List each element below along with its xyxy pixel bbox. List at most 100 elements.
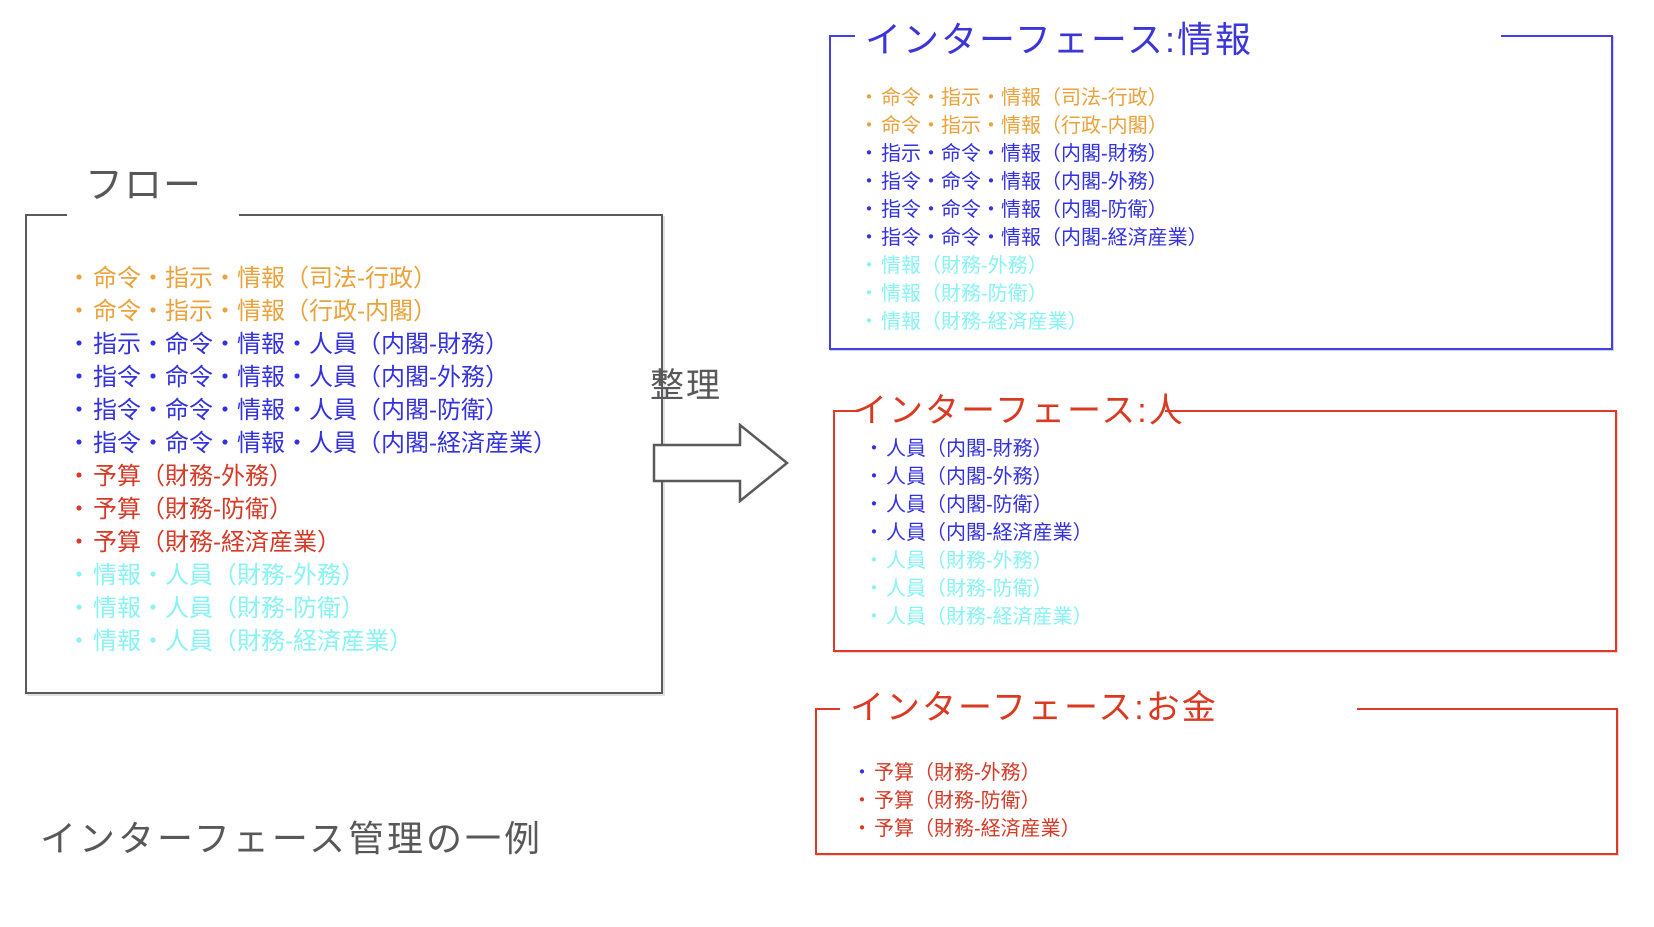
list-item: ・人員（財務-防衛） xyxy=(864,575,1615,603)
list-item: ・予算（財務-防衛） xyxy=(852,787,1616,815)
list-item-text: 予算（財務-経済産業） xyxy=(93,529,341,556)
list-item: ・予算（財務-防衛） xyxy=(67,493,661,526)
bullet-icon: ・ xyxy=(67,562,91,589)
list-item: ・指令・命令・情報・人員（内閣-防衛） xyxy=(67,394,661,427)
bullet-icon: ・ xyxy=(859,143,879,165)
list-item: ・指示・命令・情報・人員（内閣-財務） xyxy=(67,328,661,361)
interface-people-title: インターフェース:人 xyxy=(853,392,1185,430)
bullet-icon: ・ xyxy=(67,265,91,292)
bullet-icon: ・ xyxy=(859,283,879,305)
list-item-text: 予算（財務-経済産業） xyxy=(874,818,1081,840)
list-item: ・予算（財務-外務） xyxy=(852,759,1616,787)
bullet-icon: ・ xyxy=(864,578,884,600)
bullet-icon: ・ xyxy=(67,595,91,622)
bullet-icon: ・ xyxy=(864,494,884,516)
bullet-icon: ・ xyxy=(67,529,91,556)
list-item-text: 情報（財務-経済産業） xyxy=(881,311,1088,333)
list-item: ・人員（内閣-財務） xyxy=(864,435,1615,463)
list-item: ・予算（財務-経済産業） xyxy=(67,526,661,559)
interface-people-item-list: ・人員（内閣-財務）・人員（内閣-外務）・人員（内閣-防衛）・人員（内閣-経済産… xyxy=(835,412,1615,650)
interface-money-box: インターフェース:お金 ・予算（財務-外務）・予算（財務-防衛）・予算（財務-経… xyxy=(815,689,1618,855)
bullet-icon: ・ xyxy=(859,255,879,277)
bullet-icon: ・ xyxy=(67,463,91,490)
interface-money-border-gap xyxy=(840,707,1357,713)
list-item: ・予算（財務-経済産業） xyxy=(852,815,1616,843)
interface-info-box: インターフェース:情報 ・命令・指示・情報（司法-行政）・命令・指示・情報（行政… xyxy=(829,20,1613,350)
interface-info-border-gap xyxy=(855,34,1501,40)
list-item: ・人員（内閣-経済産業） xyxy=(864,519,1615,547)
list-item: ・情報（財務-外務） xyxy=(859,252,1611,280)
list-item-text: 指令・命令・情報（内閣-外務） xyxy=(881,171,1168,193)
interface-info-item-list: ・命令・指示・情報（司法-行政）・命令・指示・情報（行政-内閣）・指示・命令・情… xyxy=(831,37,1611,348)
flow-item-list: ・命令・指示・情報（司法-行政）・命令・指示・情報（行政-内閣）・指示・命令・情… xyxy=(27,216,661,692)
flow-box-border-gap xyxy=(67,213,239,219)
bullet-icon: ・ xyxy=(864,438,884,460)
flow-box-title: フロー xyxy=(85,165,203,208)
list-item: ・指令・命令・情報（内閣-外務） xyxy=(859,168,1611,196)
slide-caption: インターフェース管理の一例 xyxy=(40,818,544,859)
interface-money-item-list: ・予算（財務-外務）・予算（財務-防衛）・予算（財務-経済産業） xyxy=(817,710,1616,853)
list-item: ・指令・命令・情報・人員（内閣-経済産業） xyxy=(67,427,661,460)
list-item: ・指令・命令・情報・人員（内閣-外務） xyxy=(67,361,661,394)
bullet-icon: ・ xyxy=(852,790,872,812)
list-item: ・人員（内閣-外務） xyxy=(864,463,1615,491)
list-item: ・命令・指示・情報（司法-行政） xyxy=(67,262,661,295)
list-item: ・命令・指示・情報（行政-内閣） xyxy=(67,295,661,328)
list-item-text: 命令・指示・情報（司法-行政） xyxy=(93,265,437,292)
list-item: ・指令・命令・情報（内閣-防衛） xyxy=(859,196,1611,224)
list-item-text: 命令・指示・情報（行政-内閣） xyxy=(93,298,437,325)
list-item: ・命令・指示・情報（司法-行政） xyxy=(859,84,1611,112)
list-item: ・人員（財務-経済産業） xyxy=(864,603,1615,631)
interface-people-border-gap xyxy=(857,409,1165,415)
list-item-text: 情報・人員（財務-外務） xyxy=(93,562,365,589)
list-item: ・情報・人員（財務-経済産業） xyxy=(67,625,661,658)
bullet-icon: ・ xyxy=(859,199,879,221)
list-item-text: 人員（財務-防衛） xyxy=(886,578,1053,600)
list-item: ・指示・命令・情報（内閣-財務） xyxy=(859,140,1611,168)
list-item-text: 予算（財務-外務） xyxy=(93,463,293,490)
bullet-icon: ・ xyxy=(67,496,91,523)
list-item-text: 指令・命令・情報・人員（内閣-外務） xyxy=(93,364,509,391)
bullet-icon: ・ xyxy=(864,522,884,544)
interface-info-title: インターフェース:情報 xyxy=(865,19,1254,60)
list-item-text: 人員（内閣-防衛） xyxy=(886,494,1053,516)
list-item: ・指令・命令・情報（内閣-経済産業） xyxy=(859,224,1611,252)
list-item-text: 予算（財務-防衛） xyxy=(874,790,1041,812)
list-item-text: 予算（財務-防衛） xyxy=(93,496,293,523)
bullet-icon: ・ xyxy=(67,331,91,358)
list-item-text: 指令・命令・情報（内閣-防衛） xyxy=(881,199,1168,221)
list-item: ・命令・指示・情報（行政-内閣） xyxy=(859,112,1611,140)
list-item-text: 指令・命令・情報（内閣-経済産業） xyxy=(881,227,1208,249)
bullet-icon: ・ xyxy=(67,397,91,424)
bullet-icon: ・ xyxy=(859,171,879,193)
list-item-text: 指示・命令・情報（内閣-財務） xyxy=(881,143,1168,165)
bullet-icon: ・ xyxy=(864,466,884,488)
bullet-icon: ・ xyxy=(67,298,91,325)
list-item-text: 命令・指示・情報（行政-内閣） xyxy=(881,115,1168,137)
bullet-icon: ・ xyxy=(864,606,884,628)
list-item-text: 人員（内閣-財務） xyxy=(886,438,1053,460)
bullet-icon: ・ xyxy=(67,430,91,457)
list-item: ・情報（財務-防衛） xyxy=(859,280,1611,308)
list-item-text: 情報（財務-外務） xyxy=(881,255,1048,277)
list-item-text: 命令・指示・情報（司法-行政） xyxy=(881,87,1168,109)
list-item-text: 人員（内閣-経済産業） xyxy=(886,522,1093,544)
list-item-text: 予算（財務-外務） xyxy=(874,762,1041,784)
arrange-label: 整理 xyxy=(650,367,722,405)
flow-box: フロー ・命令・指示・情報（司法-行政）・命令・指示・情報（行政-内閣）・指示・… xyxy=(25,165,663,694)
list-item-text: 指令・命令・情報・人員（内閣-経済産業） xyxy=(93,430,557,457)
list-item: ・人員（財務-外務） xyxy=(864,547,1615,575)
list-item-text: 人員（内閣-外務） xyxy=(886,466,1053,488)
bullet-icon: ・ xyxy=(67,364,91,391)
list-item-text: 人員（財務-経済産業） xyxy=(886,606,1093,628)
list-item-text: 指示・命令・情報・人員（内閣-財務） xyxy=(93,331,509,358)
bullet-icon: ・ xyxy=(864,550,884,572)
bullet-icon: ・ xyxy=(67,628,91,655)
list-item: ・人員（内閣-防衛） xyxy=(864,491,1615,519)
right-arrow-icon xyxy=(652,423,789,503)
interface-people-box: インターフェース:人 ・人員（内閣-財務）・人員（内閣-外務）・人員（内閣-防衛… xyxy=(833,392,1617,652)
bullet-icon: ・ xyxy=(859,115,879,137)
interface-money-title: インターフェース:お金 xyxy=(850,689,1218,727)
bullet-icon: ・ xyxy=(852,818,872,840)
